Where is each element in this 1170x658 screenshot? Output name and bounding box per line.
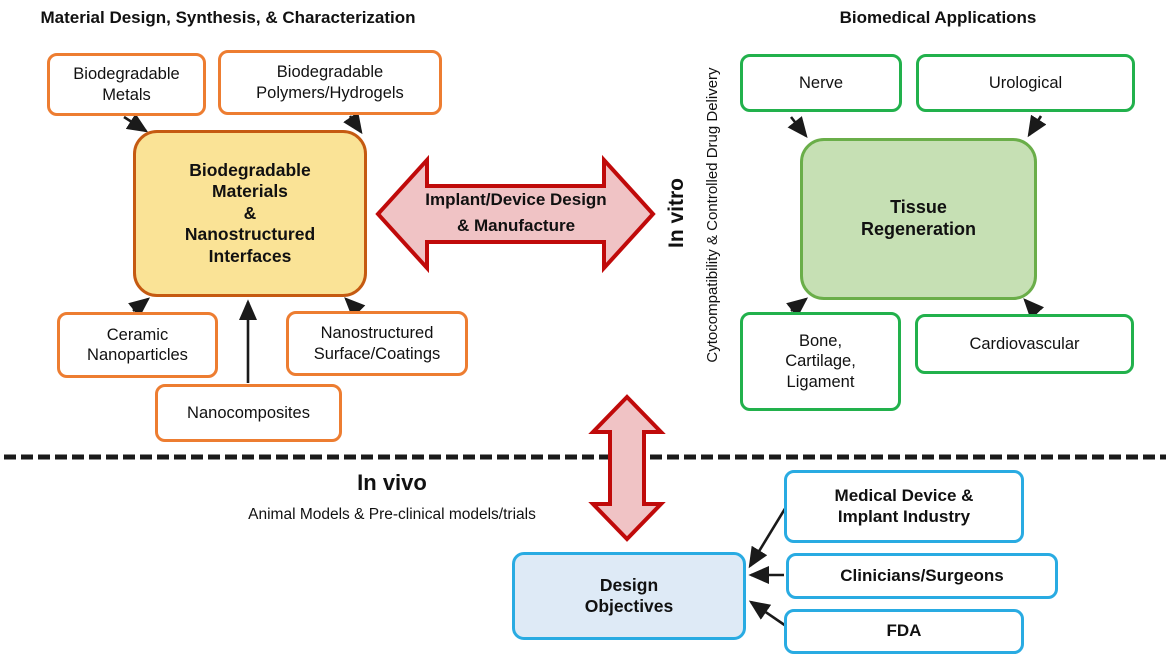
arrow-cardio-to-tissue — [1023, 298, 1045, 320]
arrow-nerve-to-tissue — [787, 116, 808, 139]
box-fda: FDA — [784, 609, 1024, 654]
box-cardiovascular: Cardiovascular — [915, 314, 1134, 374]
box-nanocomposites: Nanocomposites — [155, 384, 342, 442]
arrow-industry-to-design — [748, 506, 788, 569]
in-vitro-in-vivo-double-arrow — [588, 394, 666, 542]
box-nerve: Nerve — [740, 54, 902, 112]
box-tissue-regeneration-core: Tissue Regeneration — [800, 138, 1037, 300]
in-vitro-sublabel: Cytocompatibility & Controlled Drug Deli… — [704, 67, 721, 363]
box-biodegradable-metals: Biodegradable Metals — [47, 53, 206, 116]
in-vivo-sublabel: Animal Models & Pre-clinical models/tria… — [248, 506, 536, 523]
arrow-fda-to-design — [748, 600, 787, 628]
implant-device-arrow-label: Implant/Device Design & Manufacture — [425, 190, 607, 236]
right-section-title: Biomedical Applications — [839, 8, 1037, 27]
box-nanostructured-surface: Nanostructured Surface/Coatings — [286, 311, 468, 376]
arrow-polymers-to-core — [343, 111, 363, 135]
box-medical-device-industry: Medical Device & Implant Industry — [784, 470, 1024, 543]
arrow-urological-to-tissue — [1027, 114, 1047, 138]
arrow-metals-to-core — [123, 113, 149, 133]
box-design-objectives: Design Objectives — [512, 552, 746, 640]
implant-device-double-arrow — [375, 154, 656, 274]
box-ceramic-nanoparticles: Ceramic Nanoparticles — [57, 312, 218, 378]
box-bone-cartilage-ligament: Bone, Cartilage, Ligament — [740, 312, 901, 411]
in-vivo-label: In vivo — [357, 470, 427, 495]
arrow-ceramic-to-core — [128, 297, 151, 318]
box-biodegradable-materials-core: Biodegradable Materials & Nanostructured… — [133, 130, 367, 297]
arrow-bone-to-tissue — [786, 297, 809, 318]
box-biodegradable-polymers: Biodegradable Polymers/Hydrogels — [218, 50, 442, 115]
arrow-nanosurface-to-core — [344, 297, 366, 319]
box-urological: Urological — [916, 54, 1135, 112]
box-clinicians-surgeons: Clinicians/Surgeons — [786, 553, 1058, 599]
in-vitro-label: In vitro — [665, 178, 688, 249]
left-section-title: Material Design, Synthesis, & Characteri… — [40, 8, 416, 27]
